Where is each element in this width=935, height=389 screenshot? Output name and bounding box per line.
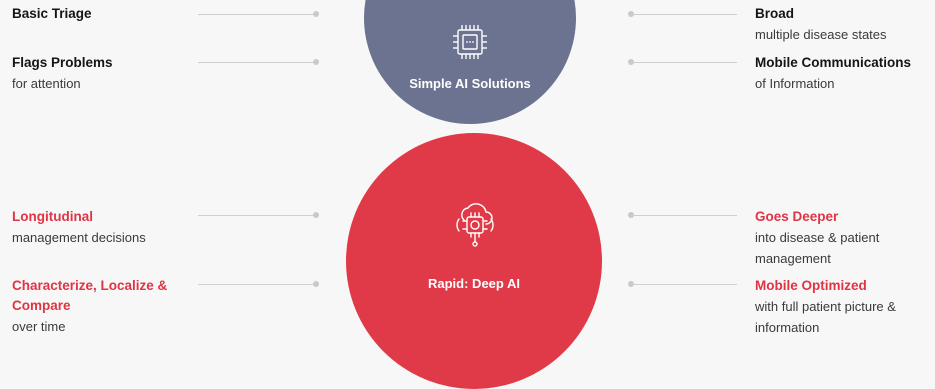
feature-mobile-communications: Mobile Communications of Information [755,53,911,94]
simple-ai-label: Simple AI Solutions [409,76,531,91]
feature-subtitle: over time [12,319,66,334]
feature-title: Broad [755,6,795,21]
feature-title: Mobile Communications [755,55,912,70]
connector-dot [313,59,319,65]
feature-title: Basic Triage [12,6,92,21]
connector-dot [313,11,319,17]
connector-line [198,62,316,63]
feature-subtitle-line2: information [755,320,820,335]
connector-line [198,14,316,15]
connector-line [631,14,737,15]
feature-longitudinal: Longitudinal management decisions [12,207,146,248]
connector-dot [313,281,319,287]
feature-flags-problems: Flags Problems for attention [12,53,113,94]
feature-title: Longitudinal [12,209,93,224]
feature-title: Characterize, Localize & [12,278,168,293]
feature-subtitle: of Information [755,76,835,91]
ai-solutions-diagram: Simple AI Solutions Rapid: Deep AI Basic… [12,0,911,389]
feature-title: Flags Problems [12,55,113,70]
deep-ai-circle: Rapid: Deep AI [346,133,602,389]
cloud-chip-icon [456,203,494,247]
feature-characterize: Characterize, Localize & Compare over ti… [12,276,167,337]
simple-ai-circle: Simple AI Solutions [364,0,576,124]
connector-line [631,62,737,63]
feature-subtitle: with full patient picture & [755,299,896,314]
connector-line [198,215,316,216]
feature-title: Goes Deeper [755,209,839,224]
feature-basic-triage: Basic Triage [12,4,92,24]
feature-broad: Broad multiple disease states [755,4,887,45]
feature-subtitle: into disease & patient [755,230,880,245]
connector-line [631,284,737,285]
feature-subtitle: management decisions [12,230,146,245]
connector-dot [313,212,319,218]
chip-icon [453,25,487,59]
feature-subtitle: for attention [12,76,81,91]
feature-goes-deeper: Goes Deeper into disease & patient manag… [755,207,879,269]
feature-title-line2: Compare [12,298,71,313]
feature-title: Mobile Optimized [755,278,867,293]
feature-subtitle: multiple disease states [755,27,887,42]
connector-line [631,215,737,216]
deep-ai-label: Rapid: Deep AI [428,276,520,291]
connector-line [198,284,316,285]
feature-mobile-optimized: Mobile Optimized with full patient pictu… [755,276,896,338]
feature-subtitle-line2: management [755,251,831,266]
